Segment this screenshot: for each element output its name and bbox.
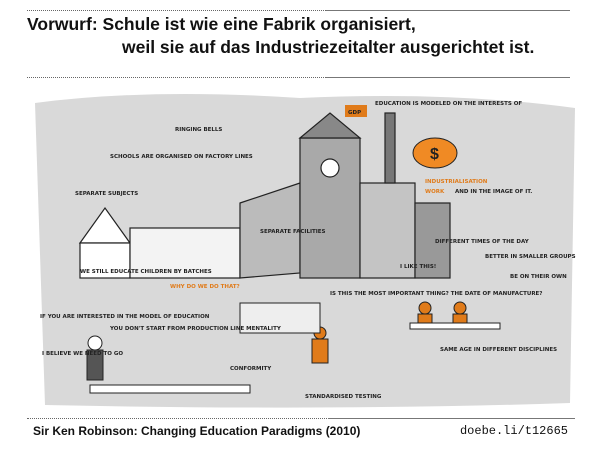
gdp-sign: [345, 105, 367, 117]
label-batches: WE STILL EDUCATE CHILDREN BY BATCHES: [80, 269, 212, 275]
footer-source: Sir Ken Robinson: Changing Education Par…: [33, 424, 361, 438]
desk: [409, 322, 501, 330]
title-divider: [27, 77, 570, 78]
label-image-of-it: AND IN THE IMAGE OF IT.: [455, 189, 532, 195]
label-like-this: I LIKE THIS!: [400, 264, 436, 270]
label-separate-facilities: SEPARATE FACILITIES: [260, 229, 326, 235]
title-line-1: Schule ist wie eine Fabrik organisiert,: [102, 14, 416, 34]
factory-buildings: [78, 112, 451, 279]
title-prefix: Vorwurf:: [27, 14, 98, 34]
dollar-icon: $: [430, 146, 439, 163]
label-own: BE ON THEIR OWN: [510, 274, 567, 280]
footer-link[interactable]: doebe.li/t12665: [459, 424, 568, 438]
label-testing: STANDARDISED TESTING: [305, 394, 382, 400]
label-separate-subjects: SEPARATE SUBJECTS: [75, 191, 138, 197]
label-different-times: DIFFERENT TIMES OF THE DAY: [435, 239, 530, 245]
ruler: [89, 384, 251, 394]
people-figures: [86, 301, 468, 381]
label-industrialisation: INDUSTRIALISATION: [425, 179, 488, 185]
title-line-2: weil sie auf das Industriezeitalter ausg…: [122, 37, 535, 57]
footer-divider: [27, 418, 575, 419]
label-same-age: SAME AGE IN DIFFERENT DISCIPLINES: [440, 347, 557, 353]
label-conformity: CONFORMITY: [230, 366, 272, 372]
label-smaller-groups: BETTER IN SMALLER GROUPS: [485, 254, 576, 260]
label-dont-start: YOU DON'T START FROM PRODUCTION LINE MEN…: [109, 326, 282, 332]
label-gdp: GDP: [348, 110, 361, 116]
conveyor: [239, 302, 321, 334]
label-factory-lines: SCHOOLS ARE ORGANISED ON FACTORY LINES: [110, 154, 253, 160]
factory-school-illustration: GDP $ RINGING BELLS SCHOOLS ARE ORGANISE…: [35, 94, 576, 408]
slide-title: Vorwurf: Schule ist wie eine Fabrik orga…: [27, 13, 534, 59]
label-interested: IF YOU ARE INTERESTED IN THE MODEL OF ED…: [40, 314, 210, 320]
label-education-modeled: EDUCATION IS MODELED ON THE INTERESTS OF: [375, 101, 522, 107]
piggy-bank-icon: [412, 137, 458, 169]
label-believe: I BELIEVE WE NEED TO GO: [42, 351, 123, 357]
label-important: IS THIS THE MOST IMPORTANT THING? THE DA…: [330, 291, 543, 297]
top-divider: [27, 10, 570, 11]
label-ringing-bells: RINGING BELLS: [175, 127, 222, 133]
label-work: WORK: [425, 189, 445, 195]
label-why: WHY DO WE DO THAT?: [170, 284, 240, 290]
